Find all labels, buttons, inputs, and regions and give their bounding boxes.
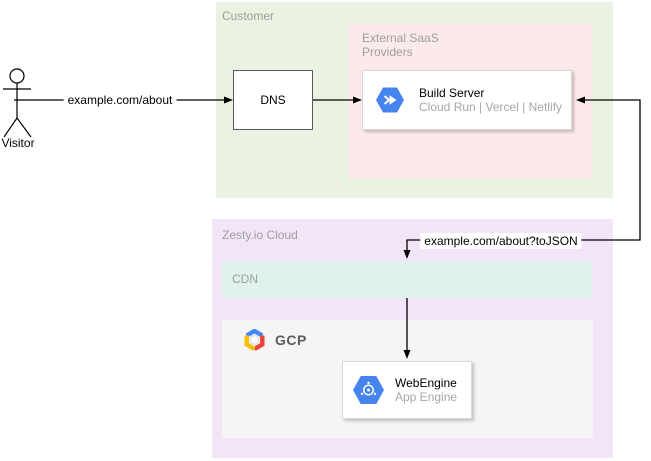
build-server-title: Build Server bbox=[419, 86, 485, 100]
gcp-label: GCP bbox=[275, 332, 307, 348]
build-server-text: Build Server Cloud Run | Vercel | Netlif… bbox=[419, 86, 562, 114]
webengine-node: WebEngine App Engine bbox=[342, 361, 472, 419]
edge-label-json-request: example.com/about?toJSON bbox=[420, 233, 582, 249]
cdn-label: CDN bbox=[232, 272, 258, 286]
visitor-actor-icon bbox=[3, 68, 32, 138]
webengine-text: WebEngine App Engine bbox=[395, 376, 457, 404]
gcp-logo-icon bbox=[244, 329, 265, 351]
build-server-node: Build Server Cloud Run | Vercel | Netlif… bbox=[362, 70, 572, 130]
app-engine-icon bbox=[353, 376, 384, 404]
customer-label: Customer bbox=[222, 9, 275, 23]
dns-label: DNS bbox=[260, 93, 286, 107]
external-saas-label: External SaaS Providers bbox=[362, 31, 439, 59]
cdn-bar bbox=[222, 261, 592, 298]
dns-node: DNS bbox=[233, 70, 313, 130]
edge-label-request: example.com/about bbox=[63, 92, 177, 108]
webengine-subtitle: App Engine bbox=[395, 390, 458, 404]
webengine-title: WebEngine bbox=[395, 376, 457, 390]
gcp-brand: GCP bbox=[242, 329, 307, 351]
zesty-cloud-label: Zesty.io Cloud bbox=[222, 228, 298, 242]
visitor-label: Visitor bbox=[1, 136, 35, 150]
build-server-subtitle: Cloud Run | Vercel | Netlify bbox=[419, 100, 562, 114]
cloud-build-icon bbox=[376, 87, 404, 113]
